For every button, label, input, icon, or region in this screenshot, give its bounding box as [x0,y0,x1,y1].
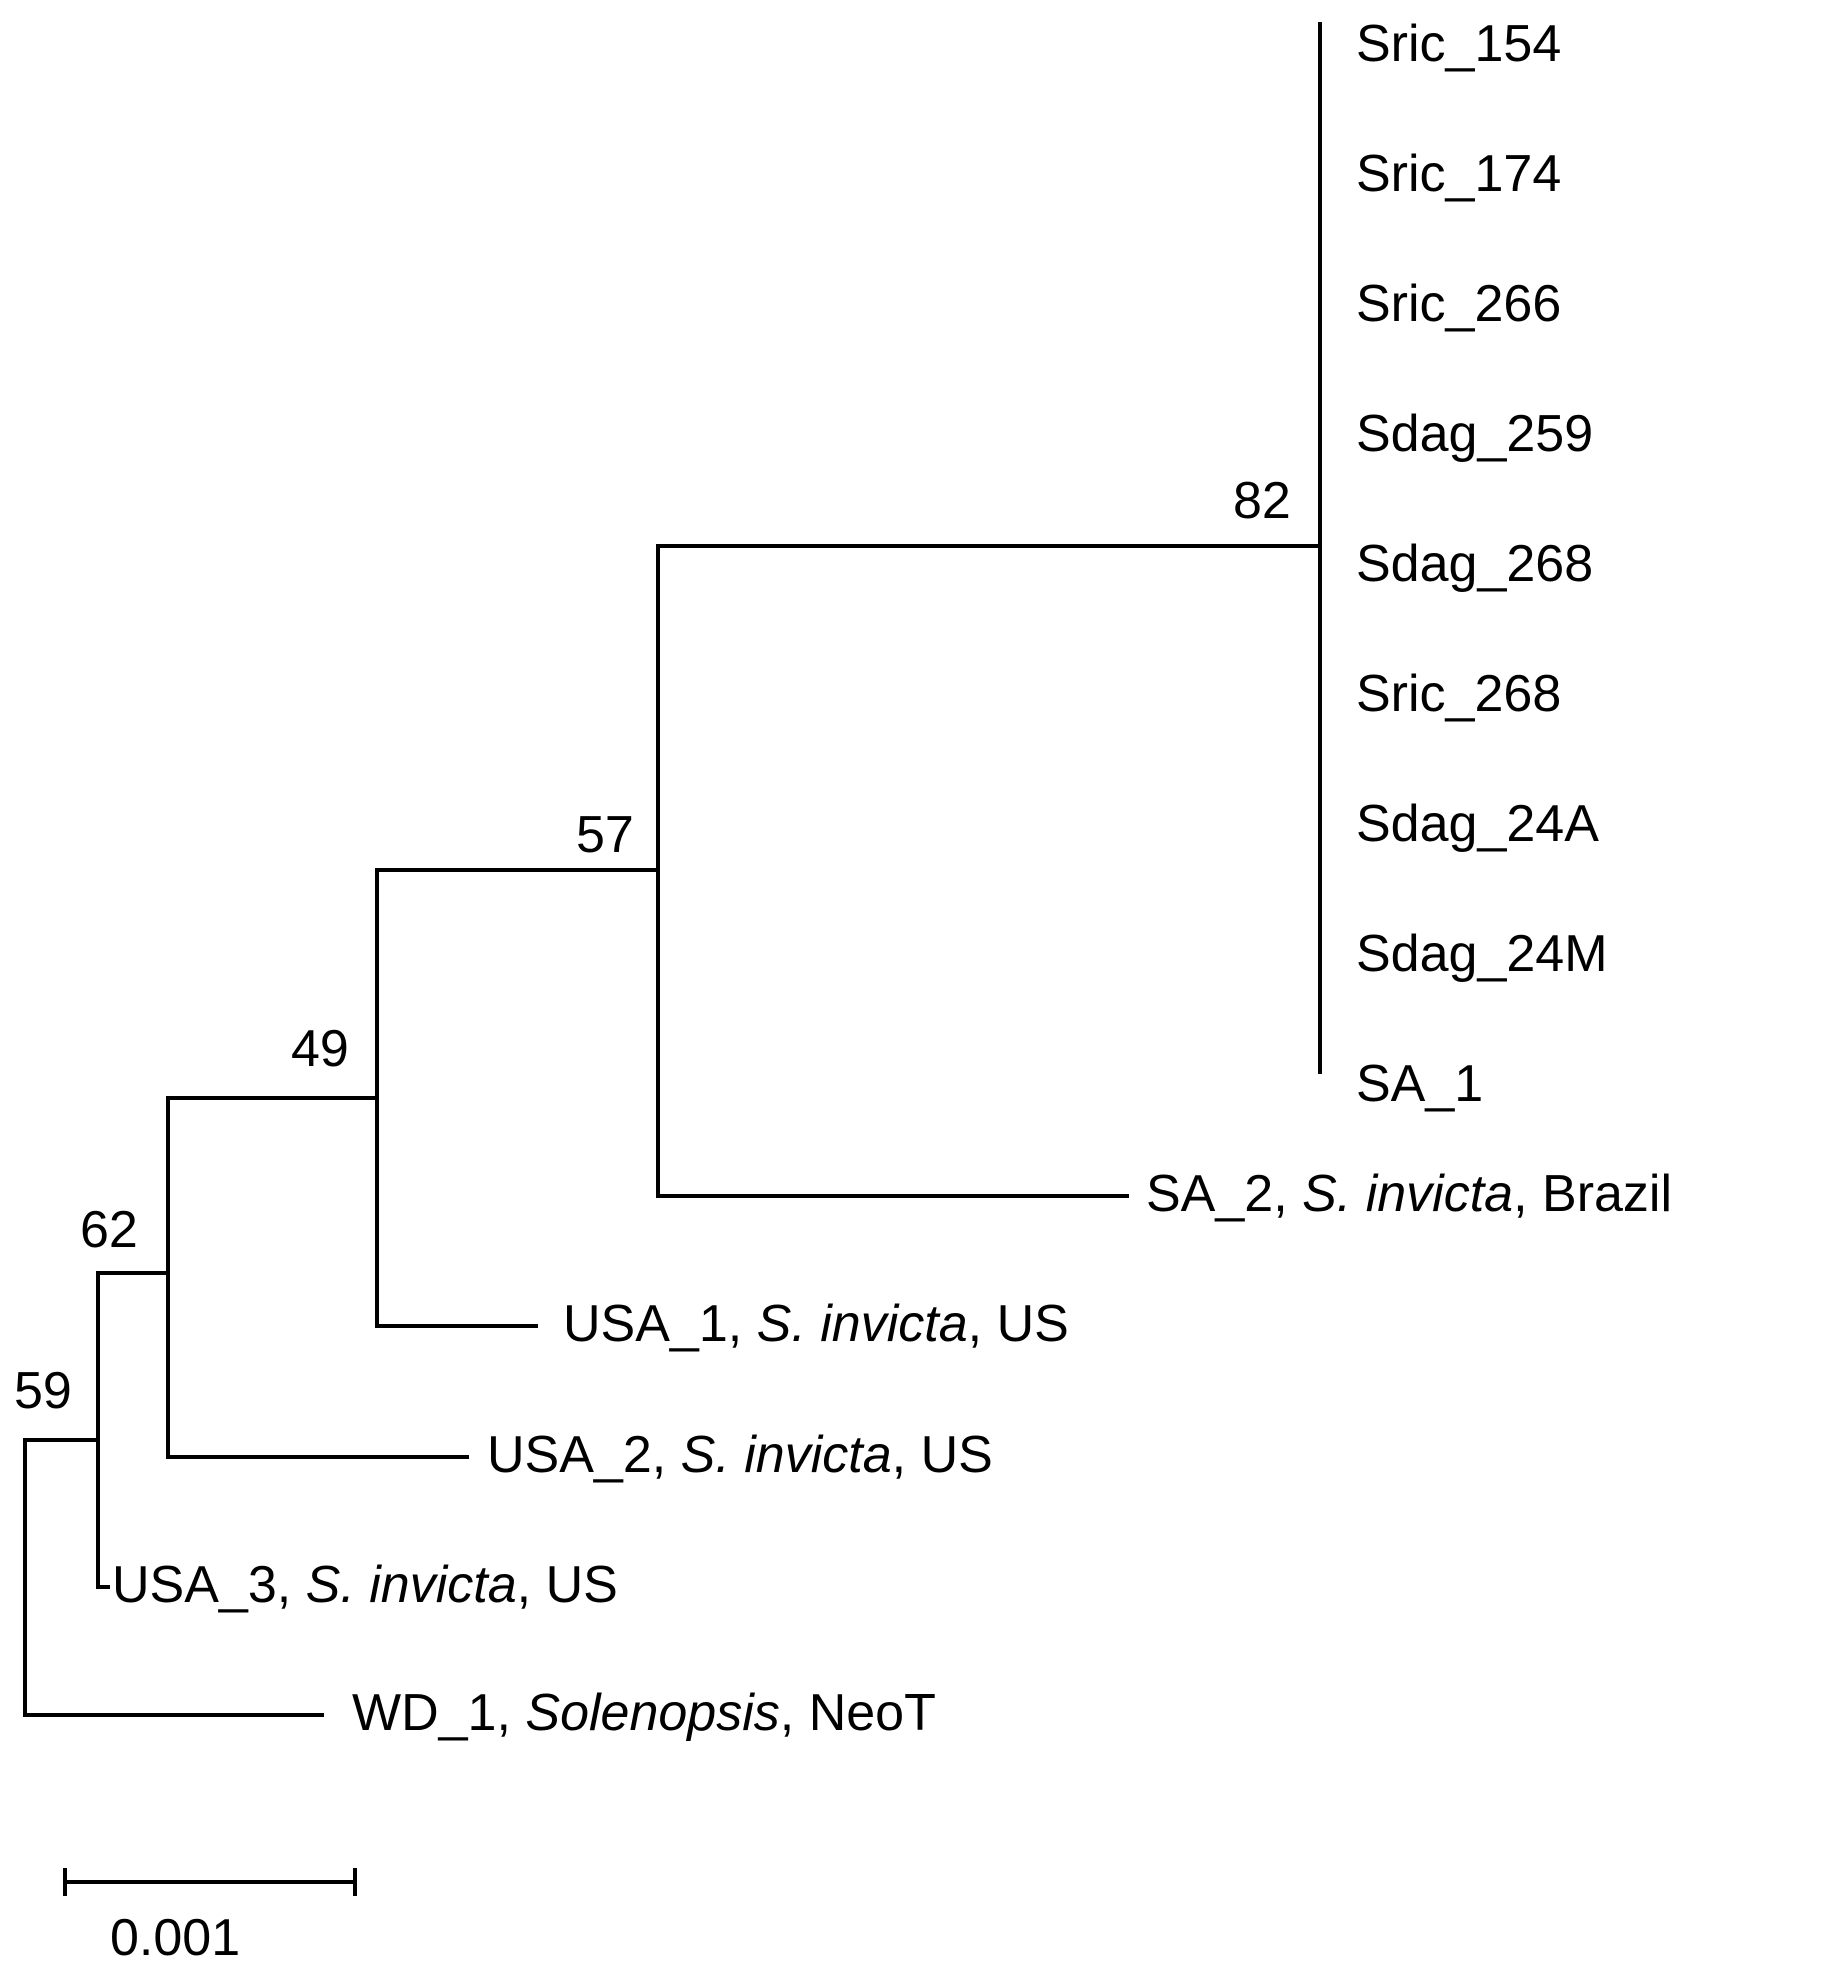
leaf-origin: US [997,1295,1069,1353]
clade-82-leaves: Sric_154 Sric_174 Sric_266 Sdag_259 Sdag… [1356,15,1608,1113]
separator: , [652,1426,681,1484]
separator: , [1273,1165,1302,1223]
bootstrap-59: 59 [14,1362,72,1420]
bootstrap-82: 82 [1233,472,1291,530]
leaf-label: Sdag_24M [1356,925,1608,983]
bootstrap-49: 49 [291,1020,349,1078]
leaf-label: Sric_154 [1356,15,1561,73]
labeled-leaves: SA_2, S. invicta, Brazil USA_1, S. invic… [112,1165,1672,1742]
separator: , [892,1426,921,1484]
scale-bar: 0.001 [63,1868,357,1967]
leaf-id: USA_3 [112,1556,277,1614]
leaf-species: S. invicta [306,1556,517,1614]
leaf-label-wd1: WD_1, Solenopsis, NeoT [352,1684,936,1742]
separator: , [968,1295,997,1353]
leaf-label: Sdag_259 [1356,405,1593,463]
bootstrap-57: 57 [576,806,634,864]
leaf-label-sa2: SA_2, S. invicta, Brazil [1146,1165,1672,1223]
leaf-species: S. invicta [681,1426,892,1484]
leaf-origin: US [921,1426,993,1484]
separator: , [277,1556,306,1614]
separator: , [780,1684,809,1742]
leaf-species: S. invicta [1302,1165,1513,1223]
leaf-label-usa3: USA_3, S. invicta, US [112,1556,618,1614]
leaf-origin: US [546,1556,618,1614]
leaf-label: Sric_268 [1356,665,1561,723]
leaf-origin: Brazil [1542,1165,1672,1223]
leaf-species: S. invicta [757,1295,968,1353]
leaf-label: Sdag_268 [1356,535,1593,593]
leaf-id: USA_1 [563,1295,728,1353]
scale-bar-label: 0.001 [110,1909,240,1967]
leaf-label: Sric_266 [1356,275,1561,333]
leaf-label-usa2: USA_2, S. invicta, US [487,1426,993,1484]
tree-branches [23,22,1322,1717]
leaf-origin: NeoT [809,1684,936,1742]
separator: , [1513,1165,1542,1223]
leaf-label-usa1: USA_1, S. invicta, US [563,1295,1069,1353]
bootstrap-values: 82 57 49 62 59 [14,472,1291,1420]
separator: , [517,1556,546,1614]
leaf-species: Solenopsis [525,1684,779,1742]
leaf-id: WD_1 [352,1684,496,1742]
separator: , [496,1684,525,1742]
bootstrap-62: 62 [80,1201,138,1259]
leaf-id: SA_2 [1146,1165,1273,1223]
separator: , [728,1295,757,1353]
leaf-label: SA_1 [1356,1055,1483,1113]
leaf-label: Sdag_24A [1356,795,1599,853]
leaf-label: Sric_174 [1356,145,1561,203]
leaf-id: USA_2 [487,1426,652,1484]
